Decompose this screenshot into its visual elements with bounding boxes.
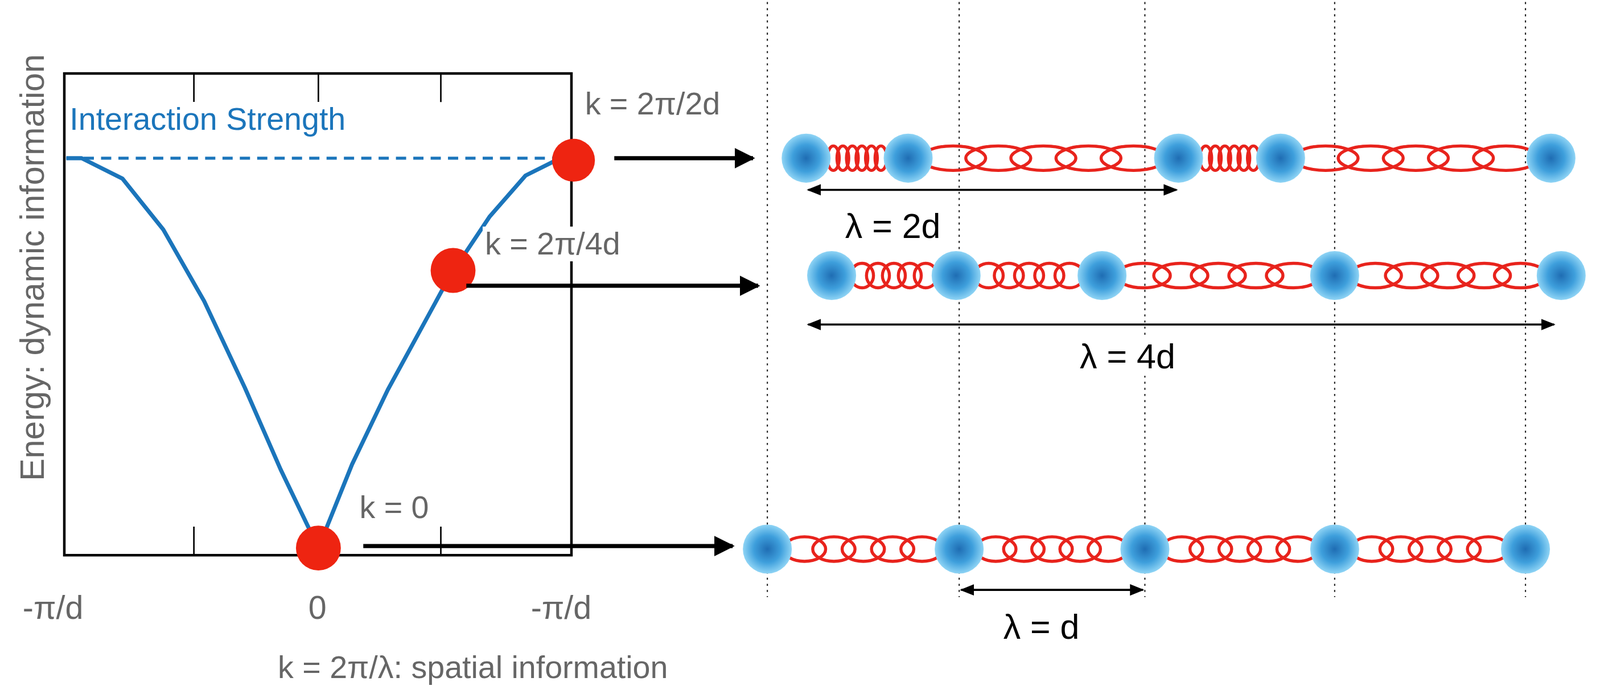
mass-ball bbox=[1120, 524, 1170, 574]
wavelength-label: λ = 2d bbox=[842, 207, 944, 246]
interaction-level bbox=[66, 156, 557, 160]
mass-ball bbox=[1154, 133, 1204, 183]
wavelength-arrows bbox=[808, 189, 1554, 590]
dispersion-curve bbox=[66, 158, 572, 549]
tick-label: -π/d bbox=[528, 589, 595, 626]
mass-ball bbox=[1310, 524, 1360, 574]
mode-dot bbox=[552, 138, 595, 182]
mode-label: k = 0 bbox=[356, 490, 431, 525]
axis-title: k = 2π/λ: spatial information bbox=[275, 650, 670, 685]
mass-ball bbox=[742, 524, 792, 574]
mass-ball bbox=[807, 251, 857, 300]
wavelength-label: λ = d bbox=[1001, 607, 1083, 647]
mass-ball bbox=[1256, 133, 1306, 183]
mass-ball bbox=[1310, 251, 1360, 300]
wavelength-label: λ = 4d bbox=[1077, 337, 1178, 376]
mass-ball bbox=[1500, 524, 1550, 574]
mass-ball bbox=[934, 524, 984, 574]
mode-label: k = 2π/4d bbox=[482, 226, 623, 262]
mass-ball bbox=[1526, 133, 1576, 183]
axis-ticks bbox=[194, 73, 442, 555]
mode-label: k = 2π/2d bbox=[582, 86, 723, 122]
mode-dot bbox=[295, 525, 341, 571]
mass-ball bbox=[1536, 251, 1586, 300]
plot-frame bbox=[64, 73, 572, 555]
mode-arrows bbox=[363, 158, 759, 546]
tick-label: -π/d bbox=[20, 589, 86, 626]
guide-lines bbox=[767, 2, 1526, 598]
mass-ball bbox=[931, 251, 981, 300]
mass-ball bbox=[781, 133, 831, 183]
level-label: Interaction Strength bbox=[67, 101, 348, 137]
mass-ball bbox=[1077, 251, 1127, 300]
spring-chains bbox=[742, 133, 1586, 574]
axis-title: Energy: dynamic information bbox=[14, 51, 52, 484]
tick-label: 0 bbox=[306, 589, 329, 626]
mass-ball bbox=[883, 133, 933, 183]
